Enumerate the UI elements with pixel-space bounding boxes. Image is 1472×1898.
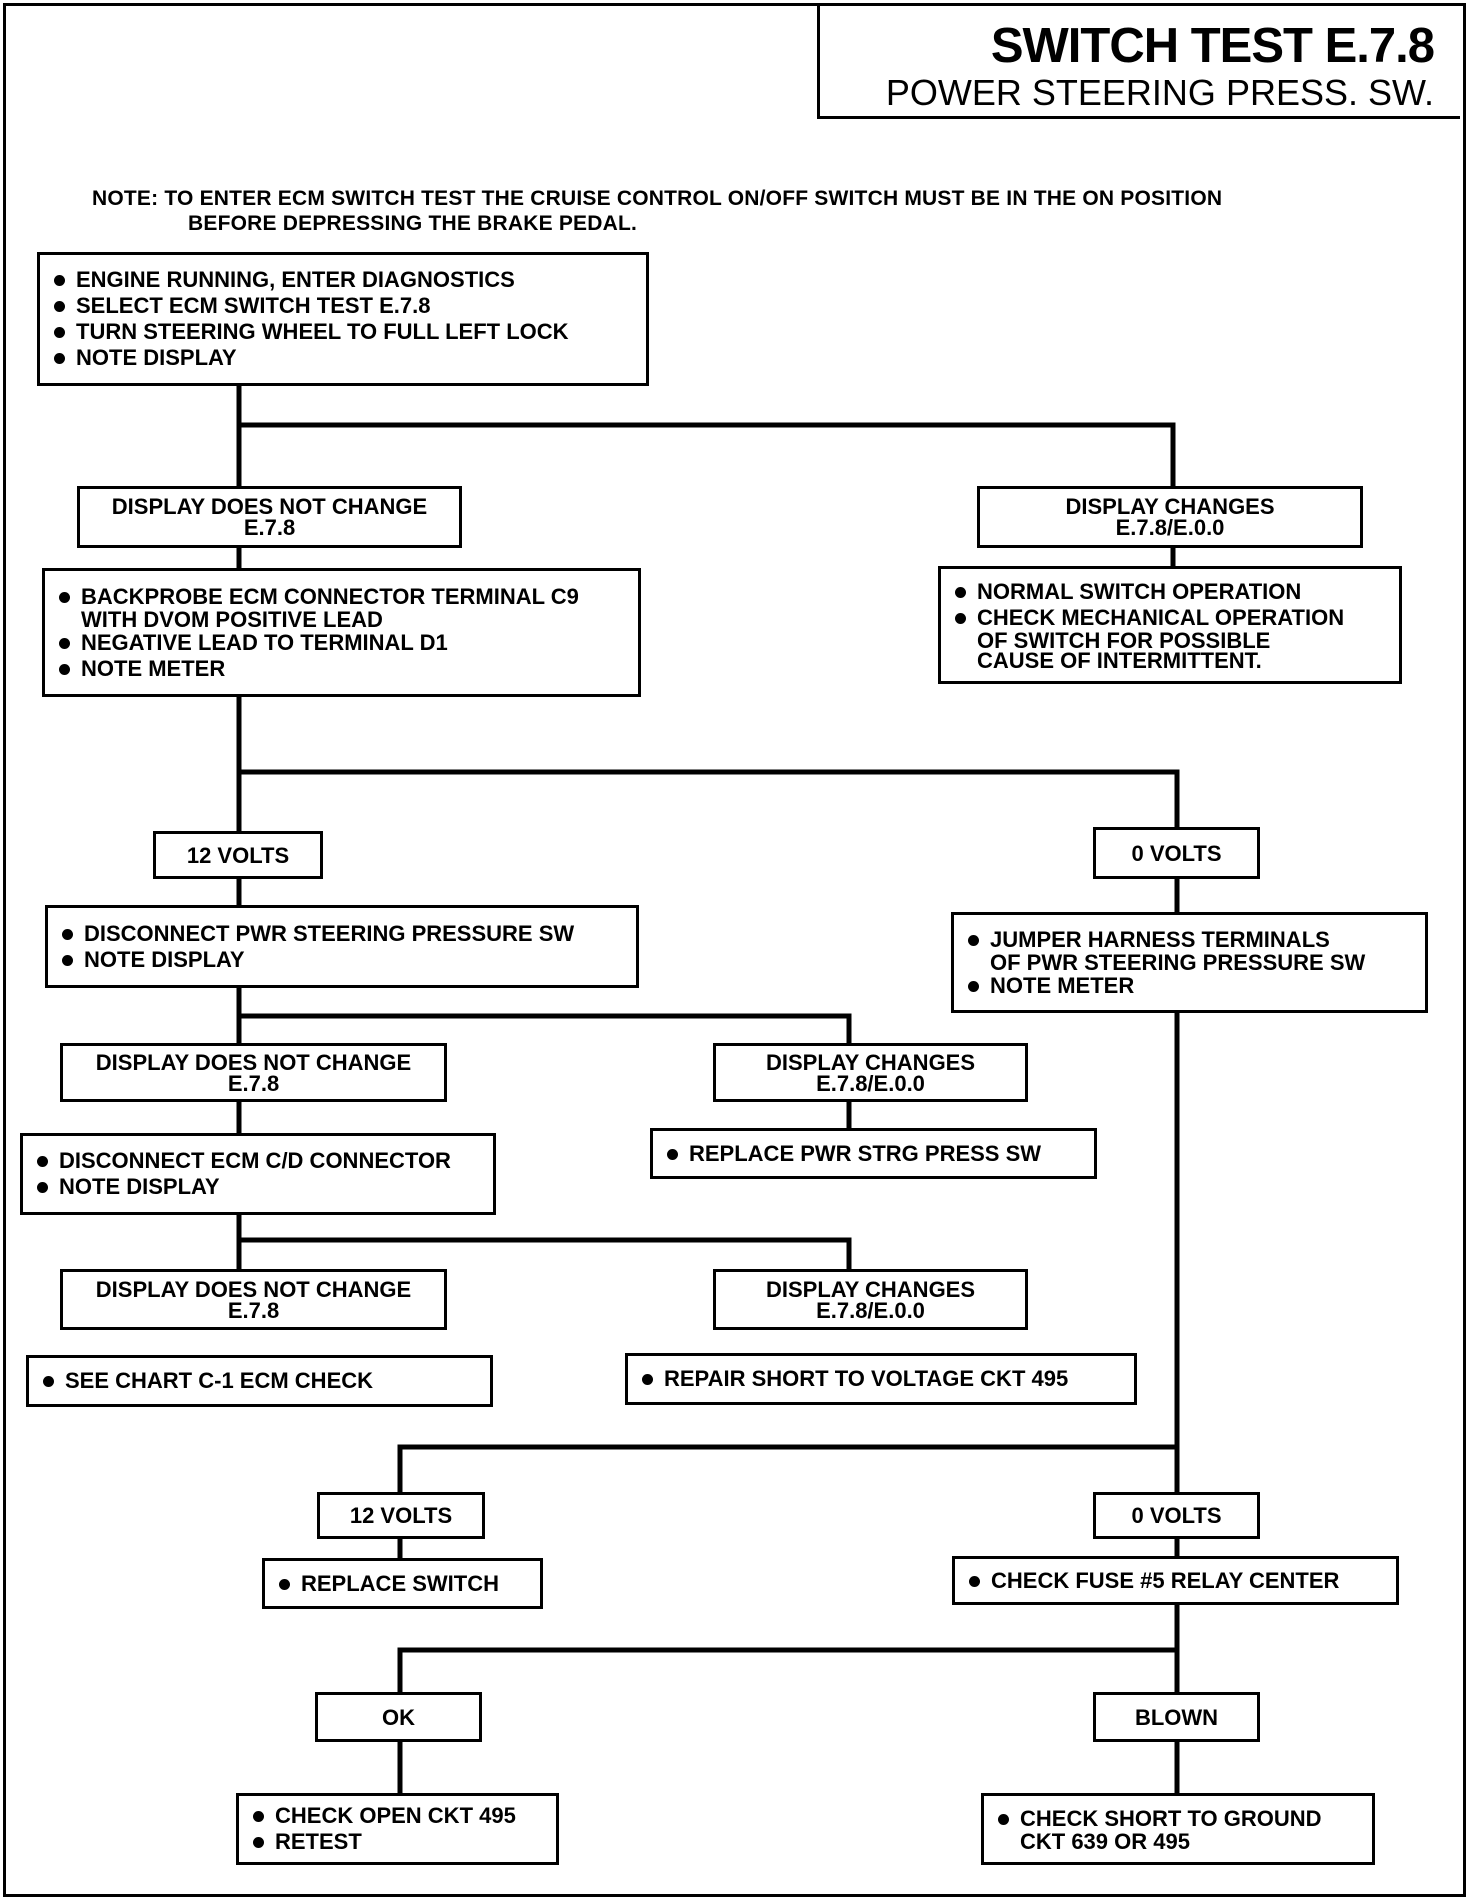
step-replace-press-switch: REPLACE PWR STRG PRESS SW: [650, 1128, 1097, 1179]
step-item: NOTE METER: [57, 657, 628, 680]
connector-jumper-branch: [397, 1010, 1180, 1495]
step-item: REPLACE PWR STRG PRESS SW: [665, 1142, 1084, 1165]
step-item: NOTE METER: [966, 974, 1415, 997]
connector-ecm-branch: [236, 1212, 852, 1272]
step-item: DISCONNECT ECM C/D CONNECTOR: [35, 1150, 483, 1172]
result-changes-1: DISPLAY CHANGES E.7.8/E.0.0: [977, 486, 1363, 548]
step-item: CHECK MECHANICAL OPERATION: [953, 607, 1389, 629]
step-item: NOTE DISPLAY: [35, 1176, 483, 1198]
step-item: RETEST: [251, 1831, 546, 1853]
result-no-change-3: DISPLAY DOES NOT CHANGE E.7.8: [60, 1269, 447, 1330]
step-item-continued: OF PWR STEERING PRESSURE SW: [990, 949, 1366, 975]
step-repair-short: REPAIR SHORT TO VOLTAGE CKT 495: [625, 1353, 1137, 1405]
step-item-continued: CKT 639 OR 495: [1020, 1829, 1190, 1854]
connector-fuse-branch: [397, 1602, 1180, 1695]
step-item: CHECK FUSE #5 RELAY CENTER: [967, 1569, 1386, 1592]
step-normal-operation: NORMAL SWITCH OPERATION CHECK MECHANICAL…: [938, 566, 1402, 684]
result-12-volts-b: 12 VOLTS: [317, 1492, 485, 1539]
step-item: NORMAL SWITCH OPERATION: [953, 581, 1389, 603]
note-line-2: BEFORE DEPRESSING THE BRAKE PEDAL.: [188, 212, 638, 235]
step-item: REPLACE SWITCH: [277, 1572, 530, 1595]
step-replace-switch: REPLACE SWITCH: [262, 1558, 543, 1609]
note-line-1: NOTE: TO ENTER ECM SWITCH TEST THE CRUIS…: [92, 187, 1223, 210]
page-title: SWITCH TEST E.7.8: [990, 19, 1435, 73]
step-item: DISCONNECT PWR STEERING PRESSURE SW: [60, 922, 626, 945]
step-see-chart: SEE CHART C-1 ECM CHECK: [26, 1355, 493, 1407]
result-0-volts-a: 0 VOLTS: [1093, 827, 1260, 879]
step-item: CHECK OPEN CKT 495: [251, 1805, 546, 1827]
step-disconnect-switch: DISCONNECT PWR STEERING PRESSURE SW NOTE…: [45, 905, 639, 988]
step-item: REPAIR SHORT TO VOLTAGE CKT 495: [640, 1368, 1124, 1390]
step-item: CHECK SHORT TO GROUND: [996, 1808, 1362, 1830]
result-changes-3: DISPLAY CHANGES E.7.8/E.0.0: [713, 1269, 1028, 1330]
connector-start-branch: [236, 383, 1176, 489]
note-text: NOTE: TO ENTER ECM SWITCH TEST THE CRUIS…: [92, 186, 1422, 236]
result-0-volts-b: 0 VOLTS: [1093, 1492, 1260, 1539]
step-backprobe: BACKPROBE ECM CONNECTOR TERMINAL C9 WITH…: [42, 568, 641, 697]
step-item: SELECT ECM SWITCH TEST E.7.8: [52, 295, 636, 317]
step-start: ENGINE RUNNING, ENTER DIAGNOSTICS SELECT…: [37, 252, 649, 386]
step-item-continued: OF SWITCH FOR POSSIBLE: [977, 628, 1271, 653]
step-item: ENGINE RUNNING, ENTER DIAGNOSTICS: [52, 269, 636, 291]
connector-backprobe-branch: [236, 694, 1180, 834]
step-item: NOTE DISPLAY: [52, 347, 636, 369]
step-item: JUMPER HARNESS TERMINALS: [966, 928, 1415, 951]
step-check-short-ground: CHECK SHORT TO GROUND CKT 639 OR 495: [981, 1793, 1375, 1865]
result-12-volts-a: 12 VOLTS: [153, 831, 323, 879]
step-item: NOTE DISPLAY: [60, 948, 626, 971]
result-ok: OK: [315, 1692, 482, 1742]
step-item: SEE CHART C-1 ECM CHECK: [41, 1370, 480, 1392]
step-item: TURN STEERING WHEEL TO FULL LEFT LOCK: [52, 321, 636, 343]
page-border: [3, 3, 1466, 1897]
connector-disconnect-branch: [236, 985, 852, 1046]
step-jumper-terminals: JUMPER HARNESS TERMINALS OF PWR STEERING…: [951, 912, 1428, 1013]
result-no-change-1: DISPLAY DOES NOT CHANGE E.7.8: [77, 486, 462, 548]
step-check-fuse: CHECK FUSE #5 RELAY CENTER: [952, 1556, 1399, 1605]
page-subtitle: POWER STEERING PRESS. SW.: [885, 72, 1434, 113]
title-block: SWITCH TEST E.7.8 POWER STEERING PRESS. …: [817, 6, 1460, 119]
step-item-continued: CAUSE OF INTERMITTENT.: [977, 648, 1262, 673]
step-item-continued: WITH DVOM POSITIVE LEAD: [81, 606, 383, 632]
step-item: BACKPROBE ECM CONNECTOR TERMINAL C9: [57, 585, 628, 608]
step-disconnect-ecm: DISCONNECT ECM C/D CONNECTOR NOTE DISPLA…: [20, 1133, 496, 1215]
result-blown: BLOWN: [1093, 1692, 1260, 1742]
step-item: NEGATIVE LEAD TO TERMINAL D1: [57, 631, 628, 654]
result-no-change-2: DISPLAY DOES NOT CHANGE E.7.8: [60, 1043, 447, 1102]
step-check-open: CHECK OPEN CKT 495 RETEST: [236, 1793, 559, 1865]
result-changes-2: DISPLAY CHANGES E.7.8/E.0.0: [713, 1043, 1028, 1102]
